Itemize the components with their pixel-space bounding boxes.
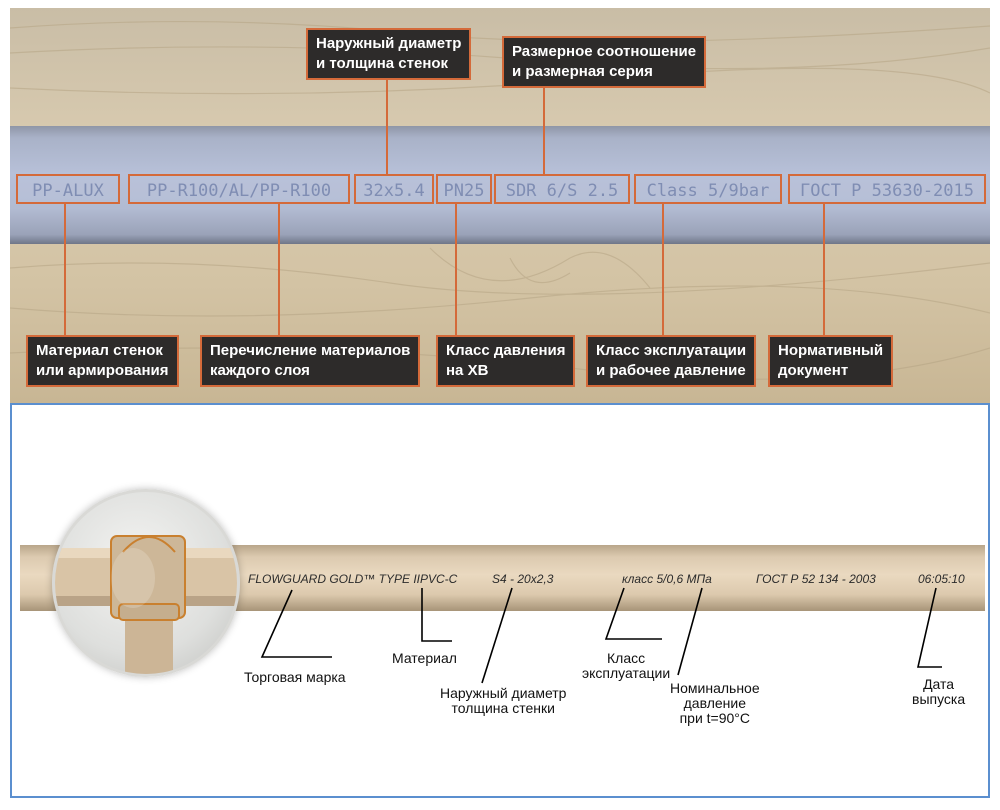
leader-lines bbox=[260, 587, 942, 684]
leader-material bbox=[64, 204, 66, 336]
label-line: толщина стенки bbox=[451, 700, 555, 716]
callout-line: Перечисление материалов bbox=[210, 342, 411, 359]
label-line: Материал bbox=[392, 650, 457, 666]
callout-line: и размерная серия bbox=[512, 63, 653, 80]
callout-material: Материал стенок или армирования bbox=[26, 335, 179, 387]
print-class: класс 5/0,6 МПа bbox=[622, 572, 712, 586]
gray-pipe bbox=[10, 126, 990, 244]
marking-layers: PP-R100/AL/PP-R100 bbox=[128, 174, 350, 204]
callout-pressure-class: Класс давления на ХВ bbox=[436, 335, 576, 387]
callout-line: Класс давления bbox=[446, 342, 566, 359]
callout-operation-class: Класс эксплуатации и рабочее давление bbox=[586, 335, 757, 387]
label-line: при t=90°C bbox=[679, 710, 751, 726]
marking-gost: ГОСТ Р 53630-2015 bbox=[788, 174, 986, 204]
leader-class bbox=[604, 587, 662, 640]
label-diameter: Наружный диаметр толщина стенки bbox=[440, 686, 566, 716]
leader-material bbox=[421, 588, 452, 642]
print-gost: ГОСТ Р 52 134 - 2003 bbox=[756, 572, 876, 586]
leader-ratio bbox=[543, 80, 545, 174]
label-line: давление bbox=[683, 695, 746, 711]
callout-layers: Перечисление материалов каждого слоя bbox=[200, 335, 421, 387]
marking-sdr: SDR 6/S 2.5 bbox=[494, 174, 630, 204]
callout-line: на ХВ bbox=[446, 362, 489, 379]
bottom-diagram-panel: FLOWGUARD GOLD™ TYPE II PVC-C S4 - 20x2,… bbox=[10, 403, 990, 798]
callout-diameter: Наружный диаметр и толщина стенок bbox=[306, 28, 472, 80]
leader-pressure bbox=[677, 587, 703, 676]
print-brand: FLOWGUARD GOLD™ TYPE II bbox=[248, 572, 421, 586]
leader-pressure-class bbox=[455, 204, 457, 336]
callout-line: каждого слоя bbox=[210, 362, 310, 379]
leader-diameter bbox=[386, 80, 388, 174]
print-material: PVC-C bbox=[420, 572, 458, 586]
leader-normative bbox=[823, 204, 825, 336]
callout-line: Нормативный bbox=[778, 342, 884, 359]
label-line: эксплуатации bbox=[582, 665, 671, 681]
leader-diameter bbox=[481, 587, 513, 684]
callout-line: и рабочее давление bbox=[596, 362, 746, 379]
print-size: S4 - 20x2,3 bbox=[492, 572, 554, 586]
marking-pn: PN25 bbox=[436, 174, 492, 204]
top-photo-panel: PP-ALUX PP-R100/AL/PP-R100 32x5.4 PN25 S… bbox=[10, 8, 990, 403]
label-line: Класс bbox=[607, 650, 646, 666]
callout-ratio: Размерное соотношение и размерная серия bbox=[502, 36, 707, 88]
callout-line: документ bbox=[778, 362, 849, 379]
tee-fitting-icon bbox=[55, 535, 237, 674]
leader-brand bbox=[260, 589, 332, 658]
callout-normative: Нормативный документ bbox=[768, 335, 894, 387]
callout-line: Наружный диаметр bbox=[316, 35, 462, 52]
callout-line: или армирования bbox=[36, 362, 169, 379]
leader-layers bbox=[278, 204, 280, 336]
label-date: Дата выпуска bbox=[912, 677, 965, 707]
label-pressure: Номинальное давление при t=90°C bbox=[670, 681, 760, 726]
label-class: Класс эксплуатации bbox=[582, 651, 670, 681]
callout-line: Материал стенок bbox=[36, 342, 163, 359]
label-line: выпуска bbox=[912, 691, 966, 707]
marking-size: 32x5.4 bbox=[354, 174, 434, 204]
print-date: 06:05:10 bbox=[918, 572, 965, 586]
label-brand: Торговая марка bbox=[244, 670, 346, 685]
callout-line: и толщина стенок bbox=[316, 55, 449, 72]
callout-line: Класс эксплуатации bbox=[596, 342, 747, 359]
label-line: Номинальное bbox=[670, 680, 760, 696]
callout-line: Размерное соотношение bbox=[512, 43, 697, 60]
label-line: Дата bbox=[923, 676, 955, 692]
fitting-magnifier bbox=[52, 489, 240, 677]
label-line: Торговая марка bbox=[244, 669, 346, 685]
label-line: Наружный диаметр bbox=[440, 685, 567, 701]
leader-operation-class bbox=[662, 204, 664, 336]
leader-date bbox=[916, 587, 942, 668]
marking-class: Class 5/9bar bbox=[634, 174, 782, 204]
label-material: Материал bbox=[392, 651, 457, 666]
marking-material: PP-ALUX bbox=[16, 174, 120, 204]
